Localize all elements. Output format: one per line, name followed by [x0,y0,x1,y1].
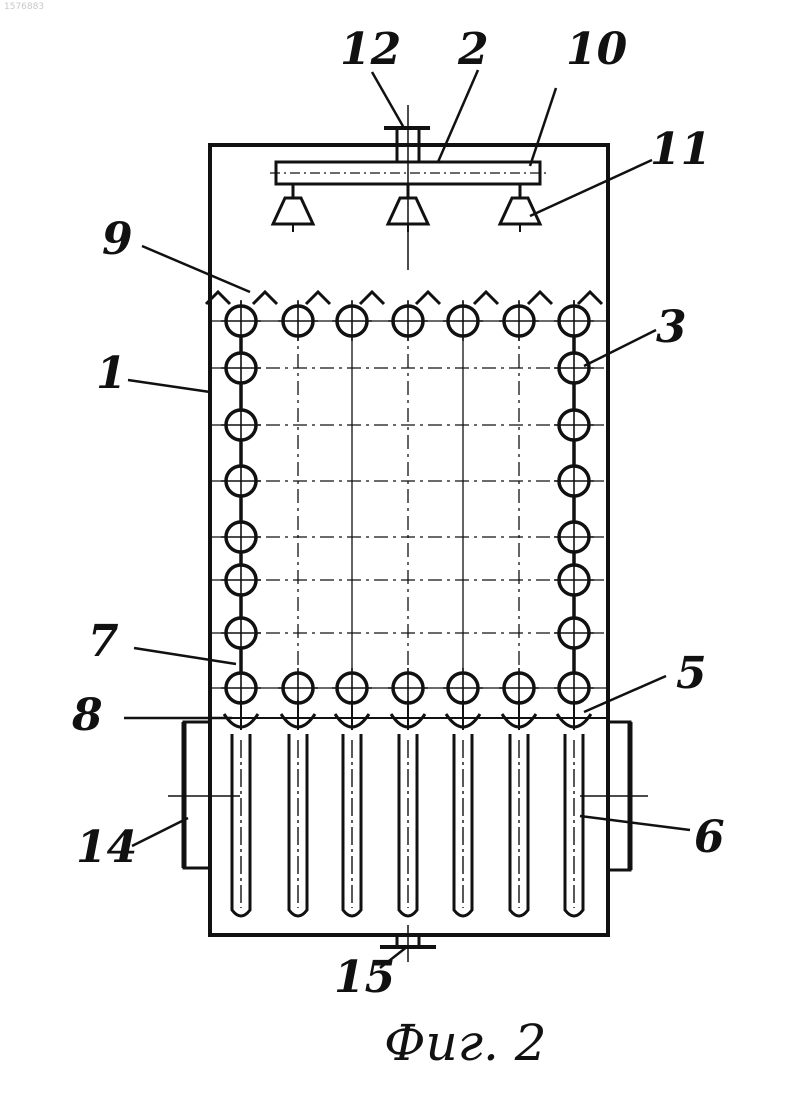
leader-10 [530,88,556,166]
leader-5 [584,676,666,712]
baffle-3 [306,292,330,304]
housing-outline [210,145,608,935]
label-11: 11 [650,128,711,172]
spray-baffles [206,292,602,304]
baffle-8 [578,292,602,304]
leader-11 [530,160,652,216]
label-2: 2 [458,28,489,72]
left-flange-body [184,722,210,868]
baffle-4 [360,292,384,304]
leader-7 [134,648,236,664]
label-8: 8 [72,694,103,738]
label-7: 7 [88,620,119,664]
label-9: 9 [102,218,133,262]
vessel-shell [210,145,608,935]
leader-14 [132,818,188,846]
label-5: 5 [676,652,707,696]
label-6: 6 [694,816,725,860]
leader-2 [438,70,478,162]
tube-grid [212,300,606,720]
leader-3 [584,330,656,366]
leader-9 [142,246,250,292]
spray-nozzles [273,198,540,232]
leader-1 [128,380,210,392]
label-14: 14 [76,826,137,870]
spray-nozzle-1 [273,198,313,224]
leader-6 [580,816,690,830]
distributor-pipe [270,105,548,270]
spray-nozzle-3 [500,198,540,224]
tube-bundle [212,700,606,962]
label-15: 15 [334,956,395,1000]
label-12: 12 [340,28,401,72]
baffle-2 [253,292,277,304]
leader-12 [372,72,404,128]
baffle-7 [528,292,552,304]
label-1: 1 [96,352,127,396]
baffle-5 [416,292,440,304]
label-10: 10 [566,28,627,72]
label-3: 3 [656,306,687,350]
baffle-6 [474,292,498,304]
figure-caption: Фиг. 2 [384,1018,547,1068]
